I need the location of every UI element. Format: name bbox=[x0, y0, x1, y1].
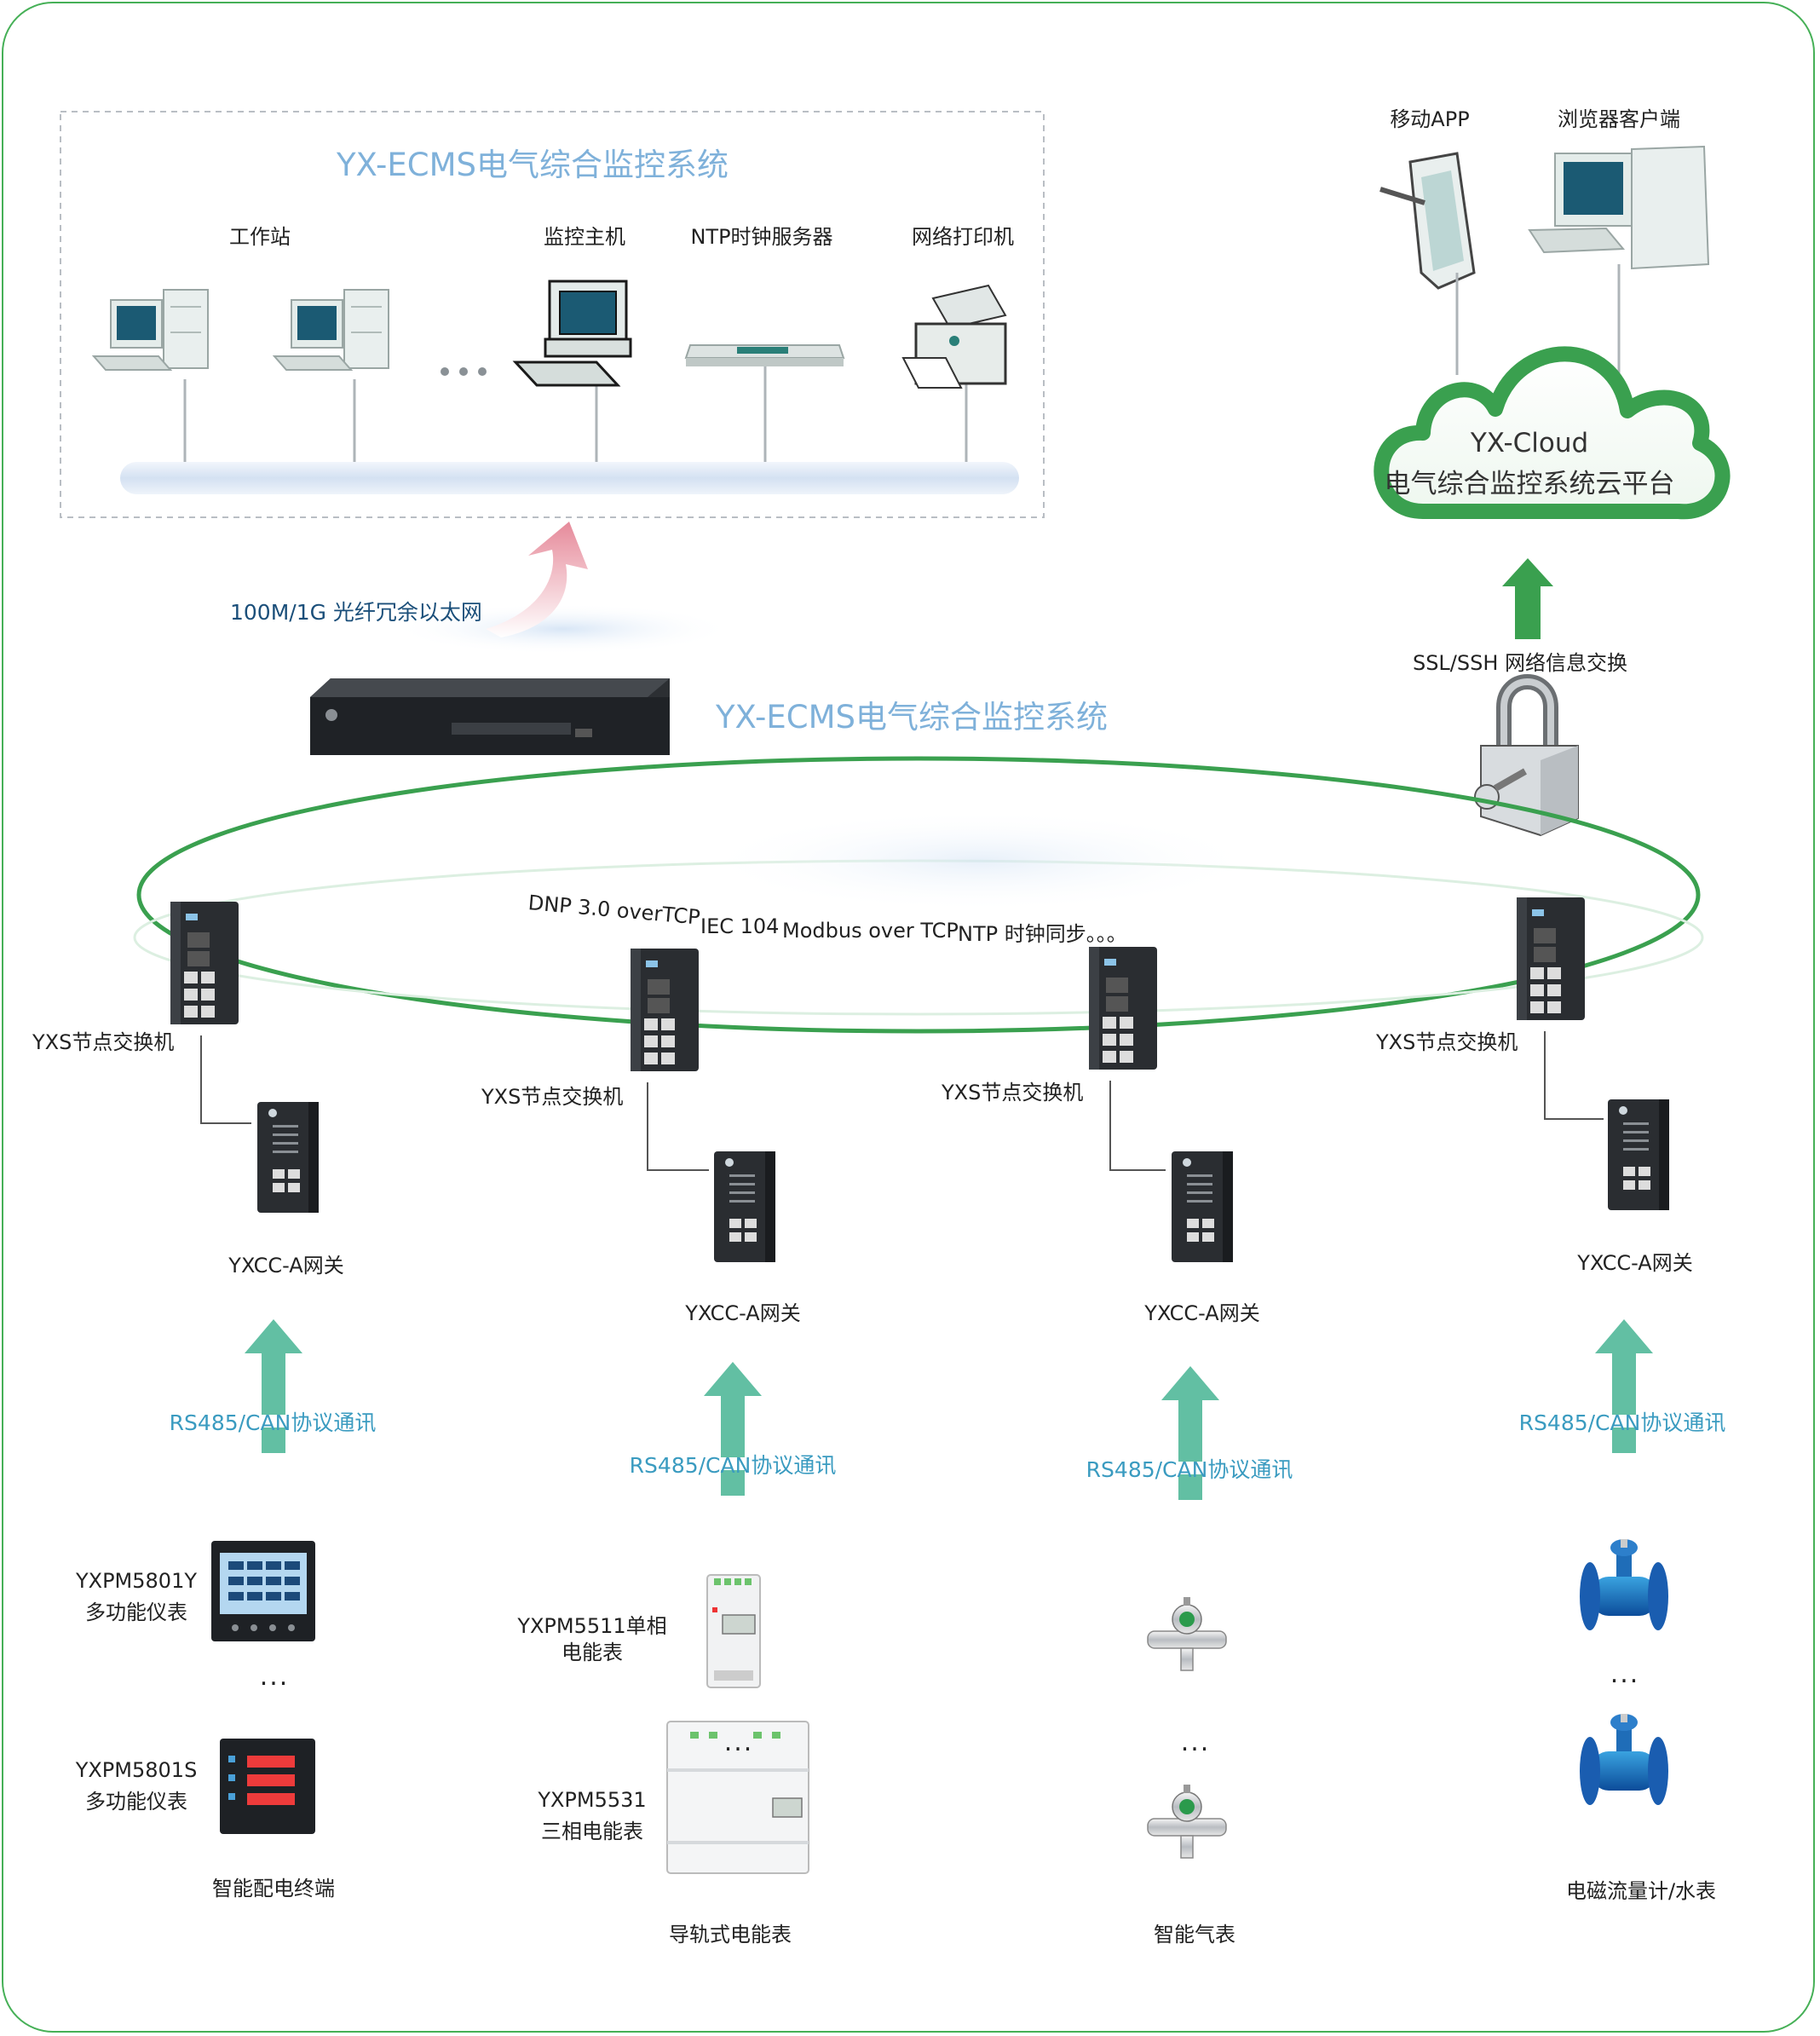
browser-pc-icon bbox=[1528, 145, 1710, 270]
security-lock-icon bbox=[1474, 674, 1579, 837]
gateway-1-icon bbox=[257, 1102, 319, 1213]
gas-meter-2-icon bbox=[1147, 1784, 1227, 1859]
fiber-glow bbox=[392, 603, 733, 655]
core-switch-icon bbox=[310, 678, 670, 755]
bus-arrow-2-tail bbox=[721, 1470, 745, 1496]
workstation-2-icon bbox=[274, 289, 389, 371]
multifunction-meter-lcd-icon bbox=[211, 1541, 315, 1641]
tablet-icon bbox=[1379, 152, 1476, 290]
device-1a-desc: 多功能仪表 bbox=[85, 1601, 187, 1624]
switch-1-label: YXS节点交换机 bbox=[32, 1030, 175, 1054]
cloud-shape bbox=[1374, 346, 1731, 520]
device-3-ellipsis: ... bbox=[1180, 1727, 1211, 1757]
device-2-ellipsis: ... bbox=[723, 1727, 754, 1757]
device-1-ellipsis: ... bbox=[259, 1662, 290, 1692]
browser-client-label: 浏览器客户端 bbox=[1558, 107, 1680, 131]
switch-2-label: YXS节点交换机 bbox=[481, 1085, 624, 1109]
bus-3-label: RS485/CAN协议通讯 bbox=[1086, 1457, 1293, 1482]
switch-3-label: YXS节点交换机 bbox=[942, 1081, 1084, 1105]
network-printer-icon bbox=[901, 284, 1007, 389]
workstation-label: 工作站 bbox=[229, 225, 291, 249]
flow-meter-2-icon bbox=[1580, 1714, 1668, 1805]
group-4-label: 电磁流量计/水表 bbox=[1565, 1879, 1717, 1903]
gateway-3-label: YXCC-A网关 bbox=[1144, 1301, 1260, 1325]
group-2-label: 导轨式电能表 bbox=[669, 1923, 792, 1947]
switch-4-label: YXS节点交换机 bbox=[1376, 1030, 1518, 1054]
device-2a-desc: 电能表 bbox=[562, 1641, 623, 1664]
flow-meter-1-icon bbox=[1580, 1539, 1668, 1630]
single-phase-meter-icon bbox=[706, 1574, 761, 1688]
node-switch-4-icon bbox=[1517, 897, 1585, 1020]
ecms-box-title: YX-ECMS电气综合监控系统 bbox=[336, 147, 729, 183]
ntp-server-icon bbox=[684, 344, 845, 366]
ring-glow bbox=[699, 810, 1261, 912]
group-3-label: 智能气表 bbox=[1154, 1923, 1235, 1947]
ring-network-outer bbox=[136, 756, 1701, 1034]
node-switch-2-icon bbox=[631, 949, 699, 1071]
device-1b-model: YXPM5801S bbox=[75, 1758, 198, 1782]
device-2a-model: YXPM5511单相 bbox=[517, 1614, 667, 1638]
mobile-app-label: 移动APP bbox=[1390, 107, 1470, 131]
cloud-up-arrow bbox=[1502, 558, 1553, 639]
device-1a-model: YXPM5801Y bbox=[75, 1569, 198, 1593]
device-2b-model: YXPM5531 bbox=[538, 1788, 647, 1812]
protocol-ntp-sync: NTP 时钟同步。。。 bbox=[958, 922, 1127, 946]
three-phase-meter-icon bbox=[666, 1721, 809, 1874]
network-printer-label: 网络打印机 bbox=[912, 225, 1014, 249]
bus-2-label: RS485/CAN协议通讯 bbox=[629, 1453, 837, 1478]
protocol-modbus-tcp: Modbus over TCP bbox=[782, 919, 959, 943]
gateway-4-icon bbox=[1608, 1099, 1669, 1210]
cloud-subtitle: 电气综合监控系统云平台 bbox=[1384, 469, 1675, 499]
bus-arrow-1-icon bbox=[245, 1319, 302, 1415]
more-workstations-dots bbox=[441, 367, 487, 376]
bus-4-label: RS485/CAN协议通讯 bbox=[1518, 1410, 1726, 1435]
ecms-box-border bbox=[60, 111, 1045, 518]
ring-title: YX-ECMS电气综合监控系统 bbox=[715, 699, 1109, 735]
cloud-name: YX-Cloud bbox=[1470, 428, 1589, 459]
gateway-4-label: YXCC-A网关 bbox=[1577, 1251, 1693, 1275]
monitor-host-icon bbox=[512, 280, 632, 387]
node-switch-3-icon bbox=[1089, 947, 1157, 1070]
fiber-up-arrow bbox=[486, 522, 588, 637]
bus-arrow-4-tail bbox=[1612, 1428, 1636, 1453]
bus-1-label: RS485/CAN协议通讯 bbox=[169, 1410, 377, 1435]
secure-exchange-label: SSL/SSH 网络信息交换 bbox=[1412, 651, 1628, 675]
bus-arrow-3-tail bbox=[1178, 1474, 1202, 1500]
switch-gateway-links bbox=[200, 1031, 1604, 1171]
bus-arrow-3-icon bbox=[1161, 1366, 1219, 1462]
protocol-iec104: IEC 104 bbox=[700, 914, 780, 938]
workstation-1-icon bbox=[93, 289, 209, 371]
bus-arrow-1-tail bbox=[262, 1428, 285, 1453]
bus-arrow-4-icon bbox=[1595, 1319, 1653, 1415]
ntp-server-label: NTP时钟服务器 bbox=[690, 225, 833, 249]
fiber-ethernet-label: 100M/1G 光纤冗余以太网 bbox=[230, 600, 482, 625]
gas-meter-1-icon bbox=[1147, 1596, 1227, 1671]
device-4-ellipsis: ... bbox=[1610, 1659, 1640, 1689]
device-1b-desc: 多功能仪表 bbox=[85, 1790, 187, 1814]
bus-arrow-2-icon bbox=[704, 1362, 762, 1457]
ethernet-bus-pipe bbox=[120, 462, 1019, 494]
multifunction-meter-led-icon bbox=[220, 1739, 315, 1834]
group-1-label: 智能配电终端 bbox=[212, 1877, 335, 1900]
gateway-1-label: YXCC-A网关 bbox=[228, 1254, 344, 1278]
gateway-3-icon bbox=[1172, 1151, 1233, 1262]
node-switch-1-icon bbox=[170, 902, 239, 1024]
gateway-2-icon bbox=[714, 1151, 775, 1262]
monitor-host-label: 监控主机 bbox=[544, 225, 625, 249]
gateway-2-label: YXCC-A网关 bbox=[685, 1301, 801, 1325]
device-2b-desc: 三相电能表 bbox=[541, 1820, 643, 1843]
